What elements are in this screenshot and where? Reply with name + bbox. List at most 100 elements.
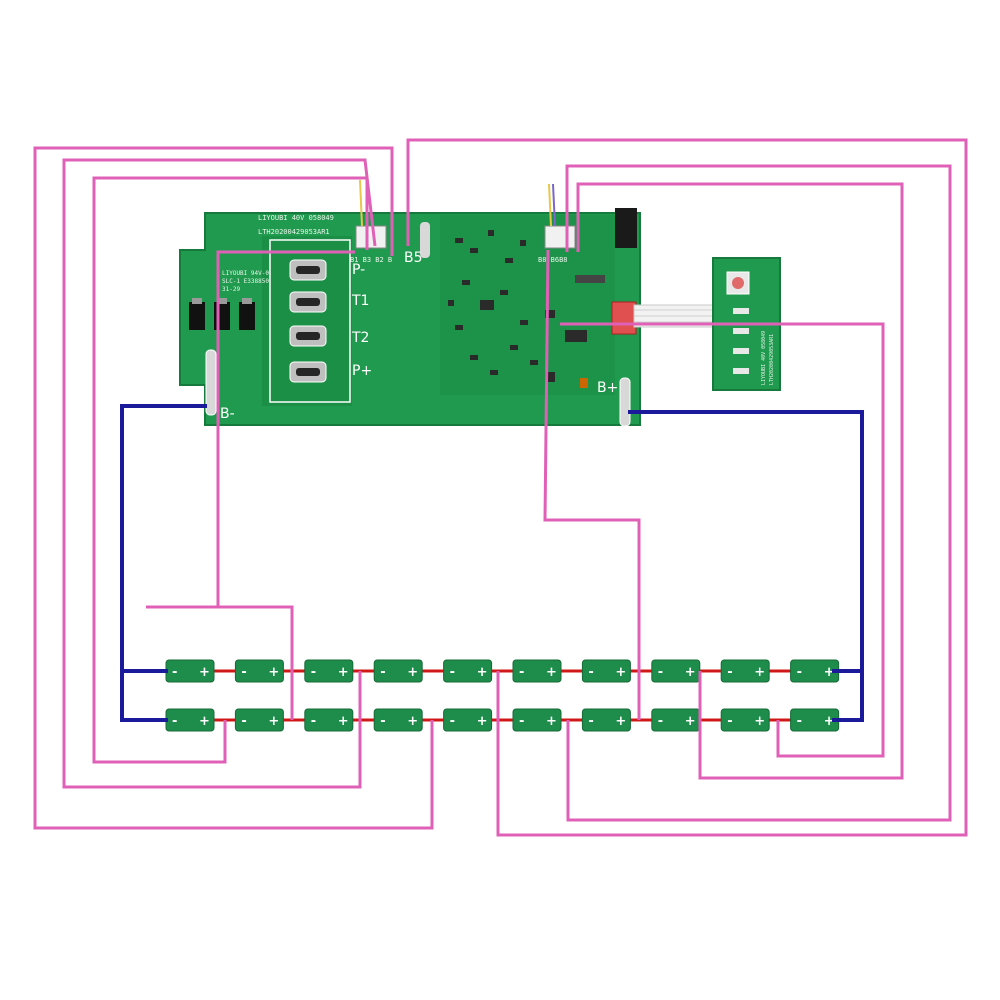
cell-plus-label: + <box>615 665 626 680</box>
push-button-cap <box>732 277 744 289</box>
cell-plus-label: + <box>338 665 349 680</box>
battery-cell: -+ <box>373 659 423 683</box>
led-2 <box>733 328 749 334</box>
cell-plus-label: + <box>685 665 696 680</box>
cell-minus-label: - <box>519 665 524 680</box>
cell-plus-label: + <box>477 714 488 729</box>
balance-wire-8 <box>543 249 641 720</box>
cell-plus-label: + <box>824 665 835 680</box>
battery-cell: -+ <box>443 708 493 732</box>
battery-cell: -+ <box>512 659 562 683</box>
smd-components <box>448 230 605 388</box>
battery-cell-body <box>373 659 423 683</box>
terminal-pads <box>289 259 327 383</box>
ribbon-connector <box>611 301 637 335</box>
label-b5: B5 <box>404 250 423 266</box>
connector-block <box>615 208 637 248</box>
battery-cell-body <box>443 659 493 683</box>
cell-plus-label: + <box>268 714 279 729</box>
battery-cell: -+ <box>581 659 631 683</box>
cell-minus-label: - <box>588 665 593 680</box>
cell-minus-label: - <box>380 714 385 729</box>
cell-plus-label: + <box>546 665 557 680</box>
balance-wire-2 <box>62 158 377 789</box>
battery-cell: -+ <box>165 659 215 683</box>
cell-minus-label: - <box>172 665 177 680</box>
battery-cell-body <box>512 708 562 732</box>
cell-plus-label: + <box>268 665 279 680</box>
main-power-wires <box>120 404 864 722</box>
battery-cell: -+ <box>165 708 215 732</box>
board-silk-rating: LIYOUBI 94V-0 <box>222 270 269 277</box>
pad-b-plus <box>619 377 631 427</box>
battery-cell-body <box>720 708 770 732</box>
cell-plus-label: + <box>407 665 418 680</box>
label-p-minus: P- <box>352 262 365 278</box>
main-pcb: LIYOUBI 40V 058049 LTH20200429053AR1 LIY… <box>179 208 641 427</box>
balance-wire-6 <box>565 164 952 822</box>
board-silk-date: 31-29 <box>222 286 240 293</box>
battery-cell-body <box>720 659 770 683</box>
wire-b-plus <box>628 410 864 722</box>
connector-right-label: B8 B6B8 <box>538 256 568 264</box>
cell-plus-label: + <box>754 665 765 680</box>
led-4 <box>733 368 749 374</box>
led-board-silk-model: LIYOUBI 40V 058049 <box>761 331 767 385</box>
cell-plus-label: + <box>407 714 418 729</box>
cell-minus-label: - <box>797 714 802 729</box>
label-t2: T2 <box>351 330 369 346</box>
cell-minus-label: - <box>727 714 732 729</box>
cell-minus-label: - <box>241 714 246 729</box>
battery-cell: -+ <box>720 708 770 732</box>
battery-cell-body <box>234 708 284 732</box>
board-silk-cert: SLC-1 E338850 <box>222 278 269 285</box>
connector-left-label: B1 B3 B2 B <box>350 256 392 264</box>
board-silk-serial: LTH20200429053AR1 <box>258 228 330 236</box>
balance-wire-1 <box>33 146 434 830</box>
balance-wire-9 <box>560 322 885 758</box>
battery-cell-body <box>512 659 562 683</box>
battery-cell-body <box>234 659 284 683</box>
cell-minus-label: - <box>450 665 455 680</box>
led-board-silk-serial: LTH20200429053AR1 <box>769 334 775 385</box>
cell-minus-label: - <box>727 665 732 680</box>
label-t1: T1 <box>351 293 369 309</box>
label-b-minus: B- <box>220 406 235 422</box>
cell-minus-label: - <box>380 665 385 680</box>
cell-minus-label: - <box>172 714 177 729</box>
battery-cell-body <box>304 708 354 732</box>
battery-cell: -+ <box>304 708 354 732</box>
cell-minus-label: - <box>241 665 246 680</box>
battery-cell-body <box>373 708 423 732</box>
terminal-outline <box>269 239 351 403</box>
battery-cell: -+ <box>790 659 840 683</box>
label-p-plus: P+ <box>352 363 372 379</box>
cell-array: -+-+-+-+-+-+-+-+-+-+-+-+-+-+-+-+-+-+-+-+ <box>165 659 840 732</box>
battery-cell: -+ <box>581 708 631 732</box>
mosfet-array <box>189 298 255 330</box>
balance-wires <box>33 138 968 837</box>
battery-cell-body <box>581 659 631 683</box>
cell-minus-label: - <box>311 665 316 680</box>
balance-wire-7 <box>576 182 904 780</box>
cell-plus-label: + <box>199 665 210 680</box>
cell-plus-label: + <box>824 714 835 729</box>
balance-wire-5 <box>406 138 968 837</box>
battery-cell: -+ <box>651 659 701 683</box>
led-1 <box>733 308 749 314</box>
battery-cell: -+ <box>234 708 284 732</box>
cell-plus-label: + <box>546 714 557 729</box>
cell-minus-label: - <box>658 665 663 680</box>
cell-plus-label: + <box>199 714 210 729</box>
battery-cell: -+ <box>512 708 562 732</box>
wire-b-minus <box>120 404 207 722</box>
balance-connector-right <box>544 225 576 249</box>
battery-cell: -+ <box>651 708 701 732</box>
cell-minus-label: - <box>658 714 663 729</box>
battery-cell: -+ <box>373 708 423 732</box>
cell-plus-label: + <box>754 714 765 729</box>
battery-cell-body <box>443 708 493 732</box>
cell-minus-label: - <box>797 665 802 680</box>
battery-cell: -+ <box>234 659 284 683</box>
pad-b5 <box>420 222 430 258</box>
